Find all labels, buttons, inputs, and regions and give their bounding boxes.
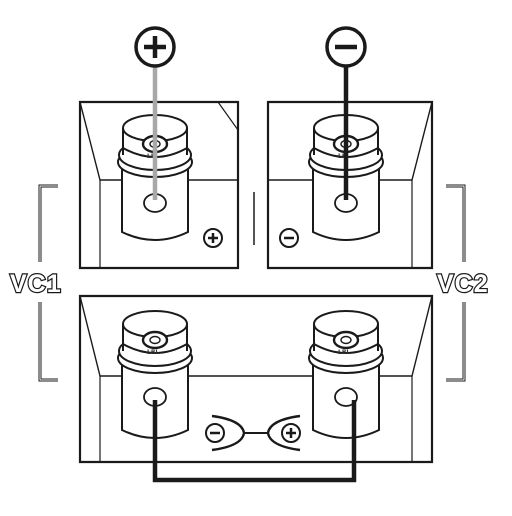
vc2-label: VC2 xyxy=(437,270,489,298)
post-marking-text: LBL xyxy=(338,349,350,356)
post-marking-text: LBL xyxy=(147,349,159,356)
minus-circle-icon xyxy=(325,26,367,68)
series-connection-icon xyxy=(205,414,301,452)
series-jumper-wire xyxy=(152,400,357,483)
minus-marker-icon xyxy=(279,228,299,248)
vc2-bracket xyxy=(446,184,466,382)
vc1-label: VC1 xyxy=(10,270,62,298)
binding-post-bottom-left[interactable]: LBL xyxy=(117,310,193,439)
vc1-bracket xyxy=(38,184,58,382)
plus-marker-icon xyxy=(203,228,223,248)
plus-circle-icon xyxy=(134,26,176,68)
binding-post-bottom-right[interactable]: LBL xyxy=(308,310,384,439)
